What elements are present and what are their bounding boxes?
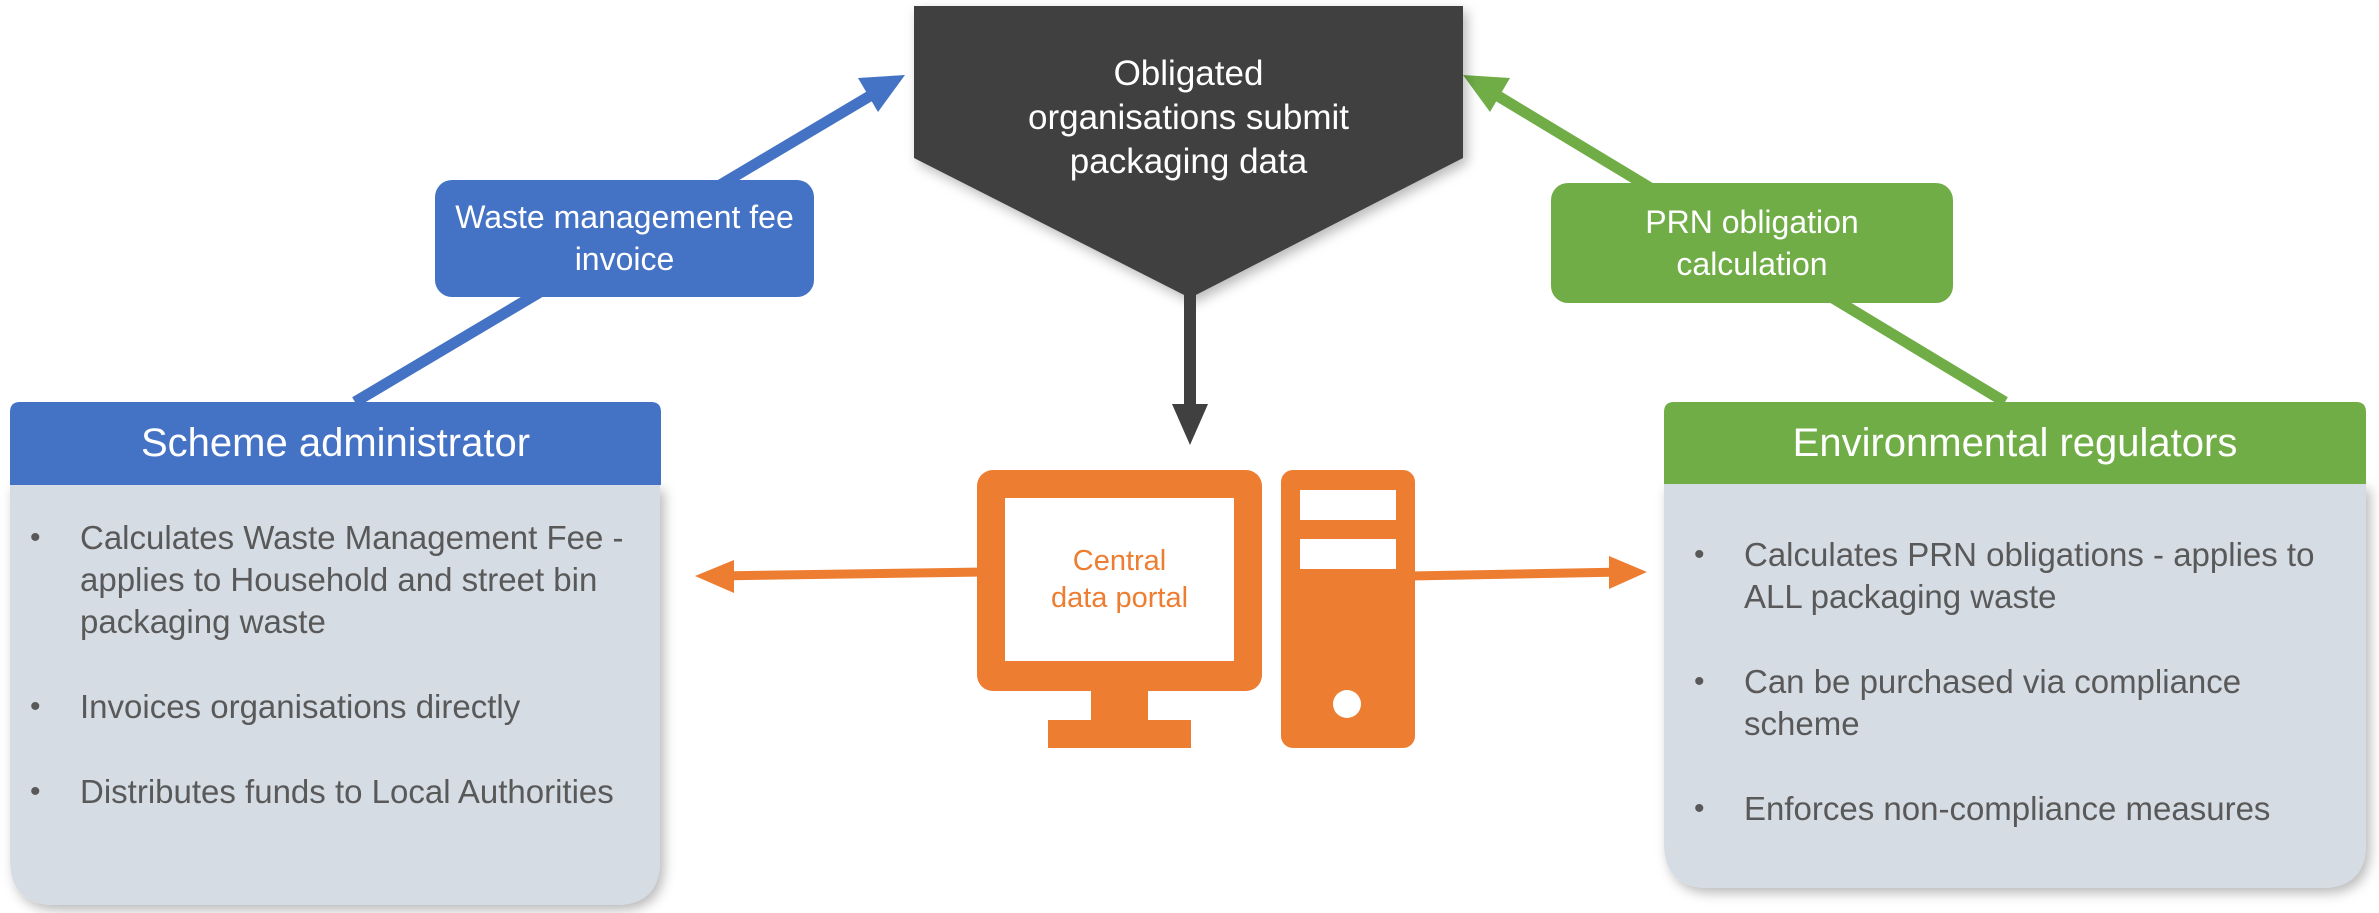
left-label-text: Waste management fee invoice (455, 199, 794, 277)
monitor-screen (1005, 498, 1234, 661)
orange-arrow-left (695, 560, 986, 593)
right-label-text: PRN obligation calculation (1645, 204, 1859, 282)
bullet-icon: • (30, 775, 41, 808)
list-item: •Calculates Waste Management Fee - appli… (30, 519, 624, 640)
list-item: •Invoices organisations directly (16, 686, 636, 728)
bullet-icon: • (1694, 792, 1705, 825)
tower-power-button (1333, 690, 1361, 718)
tower-slot-1 (1300, 490, 1396, 520)
down-arrow (1172, 295, 1208, 445)
list-item: •Calculates PRN obligations - applies to… (1694, 536, 2315, 615)
list-item: •Distributes funds to Local Authorities (16, 771, 636, 813)
bullet-icon: • (1694, 538, 1705, 571)
list-item: •Can be purchased via compliance scheme (1694, 663, 2242, 742)
right-label-box (1551, 183, 1953, 303)
left-label-box (435, 180, 814, 297)
monitor-neck (1091, 690, 1148, 724)
orange-arrow-right (1409, 556, 1647, 589)
computer-icon (977, 470, 1415, 748)
monitor-stand (1048, 720, 1191, 748)
right-panel (1664, 484, 2366, 888)
left-panel (10, 485, 660, 905)
right-panel-title: Environmental regulators (1792, 420, 2238, 465)
right-panel-list: •Calculates PRN obligations - applies to… (1680, 534, 2340, 873)
computer-screen-label: Central data portal (1050, 544, 1189, 614)
bullet-icon: • (1694, 665, 1705, 698)
bullet-icon: • (30, 521, 41, 554)
tower-slot-2 (1300, 539, 1396, 569)
left-panel-title: Scheme administrator (140, 421, 531, 465)
top-box (914, 6, 1463, 298)
list-item: •Enforces non-compliance measures (1680, 788, 2340, 830)
top-box-label: Obligated organisations submit packaging… (1028, 54, 1349, 181)
left-panel-list: •Calculates Waste Management Fee - appli… (16, 517, 636, 856)
right-panel-header (1664, 402, 2366, 484)
bullet-icon: • (30, 690, 41, 723)
left-panel-header (10, 402, 661, 485)
